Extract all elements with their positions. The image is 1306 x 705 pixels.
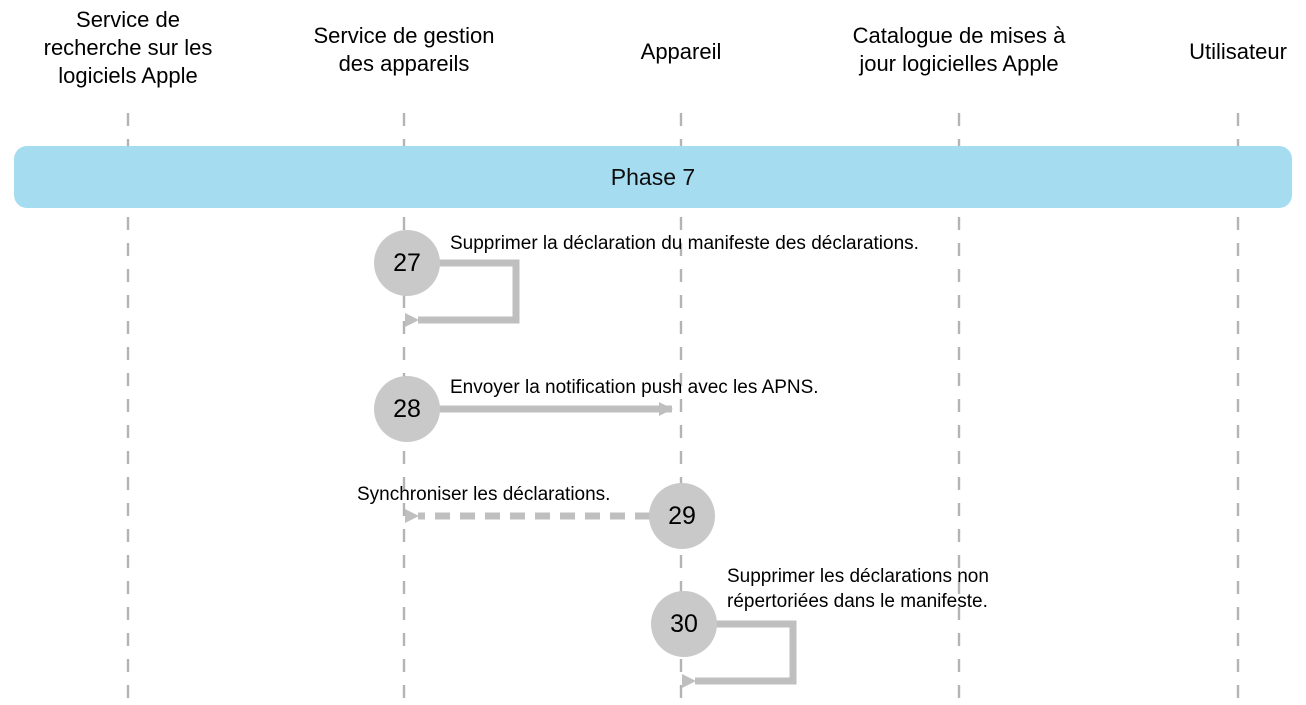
- step-badge-30: 30: [651, 591, 717, 657]
- message-label-28: Envoyer la notification push avec les AP…: [450, 377, 819, 398]
- phase-band-label: Phase 7: [610, 164, 696, 190]
- participant-header-mdm: Service de gestion des appareils: [313, 23, 495, 76]
- message-arrow-30: [682, 620, 797, 688]
- phase-band: Phase 7: [14, 146, 1292, 208]
- step-badge-27: 27: [374, 230, 440, 296]
- participant-header-user: Utilisateur: [1189, 39, 1287, 64]
- step-badge-29: 29: [649, 483, 715, 549]
- participant-header-catalog: Catalogue de mises à jour logicielles Ap…: [852, 23, 1066, 76]
- participant-header-lookup: Service de recherche sur les logiciels A…: [43, 7, 213, 88]
- message-label-30: Supprimer les déclarations non répertori…: [727, 566, 989, 612]
- message-label-27: Supprimer la déclaration du manifeste de…: [450, 233, 919, 254]
- message-arrow-27: [405, 259, 520, 327]
- message-label-29: Synchroniser les déclarations.: [357, 484, 611, 505]
- step-badge-28: 28: [374, 376, 440, 442]
- participant-header-device: Appareil: [640, 39, 722, 64]
